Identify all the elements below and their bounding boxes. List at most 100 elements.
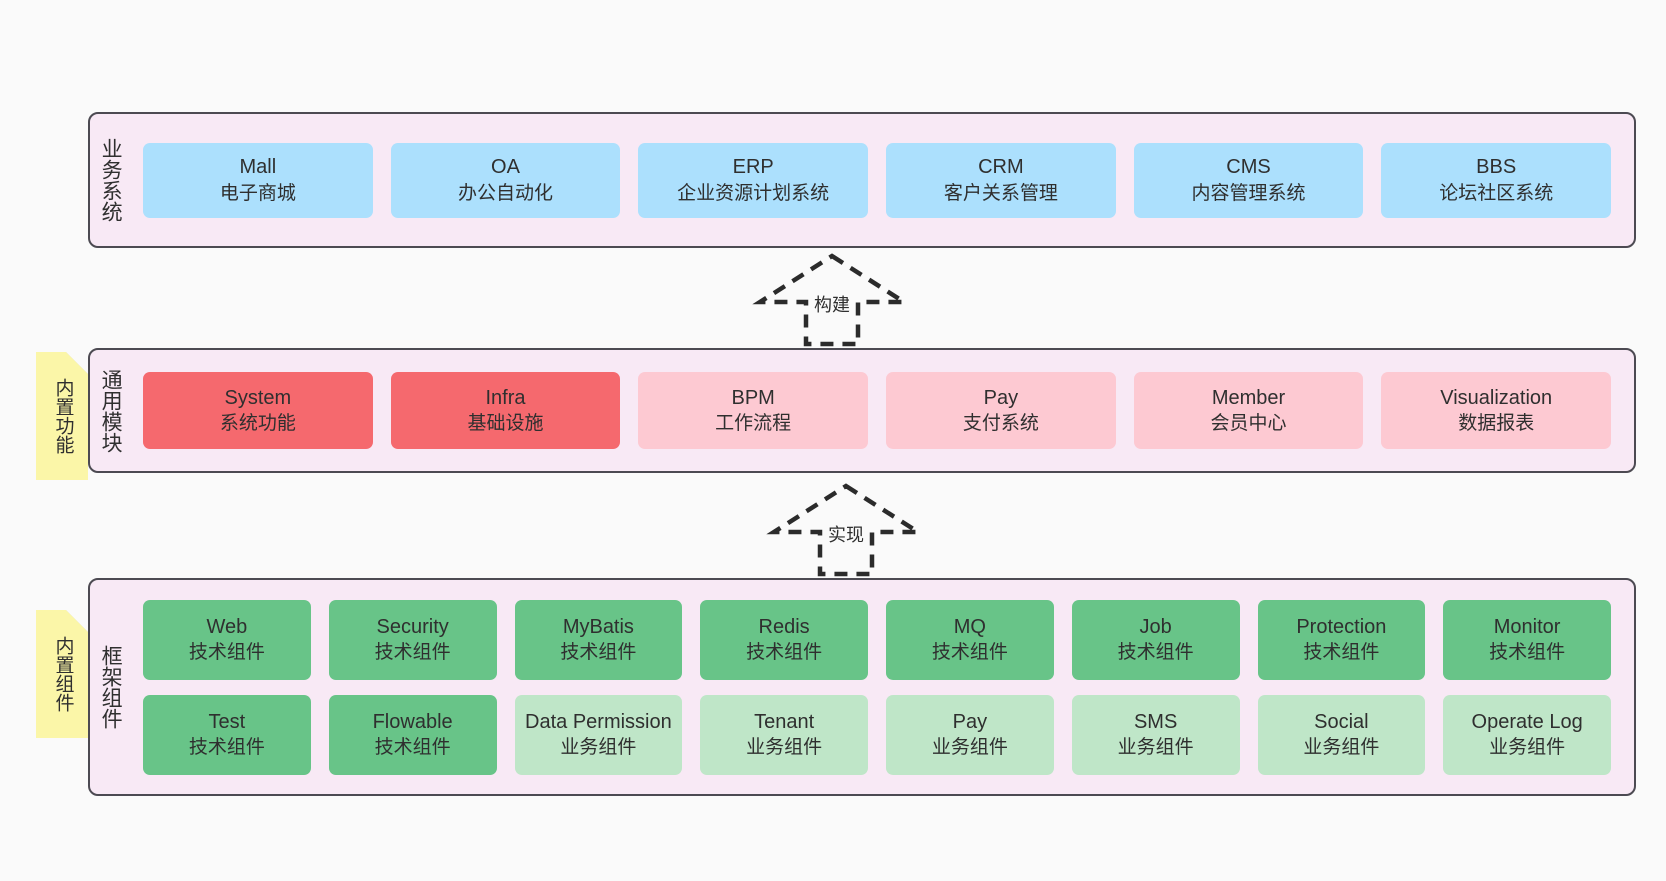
node-social[interactable]: Social 业务组件 [1257, 694, 1426, 775]
node-label-en: Web [206, 615, 248, 638]
node-label-en: Member [1211, 386, 1286, 409]
node-flowable[interactable]: Flowable 技术组件 [328, 694, 497, 775]
node-label-en: Protection [1296, 615, 1387, 638]
node-crm[interactable]: CRM 客户关系管理 [886, 142, 1116, 218]
node-label-en: MyBatis [562, 615, 634, 638]
node-redis[interactable]: Redis 技术组件 [700, 599, 868, 680]
node-label-cn: 电子商城 [219, 182, 296, 204]
node-row: System 系统功能 Infra 基础设施 BPM 工作流程 Pay 支付系统… [134, 372, 1620, 449]
node-pay-business[interactable]: Pay 业务组件 [886, 694, 1054, 775]
node-label-en: Pay [983, 386, 1019, 409]
node-mq[interactable]: MQ 技术组件 [886, 599, 1054, 680]
node-bbs[interactable]: BBS 论坛社区系统 [1381, 142, 1612, 218]
node-label-en: MQ [953, 615, 986, 638]
node-label-cn: 技术组件 [374, 642, 451, 664]
layer-body-common-modules: System 系统功能 Infra 基础设施 BPM 工作流程 Pay 支付系统… [130, 350, 1634, 471]
node-mall[interactable]: Mall 电子商城 [143, 142, 373, 218]
layer-business-systems: 业务系统 Mall 电子商城 OA 办公自动化 ERP 企业资源计划系统 CRM… [88, 112, 1636, 248]
node-label-cn: 技术组件 [1489, 642, 1566, 664]
node-label-en: Data Permission [525, 710, 672, 733]
note-builtin-component: 内置组件 [36, 610, 88, 738]
node-label-en: SMS [1133, 710, 1178, 733]
node-label-en: Security [376, 615, 449, 638]
layer-title-business-systems: 业务系统 [99, 138, 123, 222]
node-data-permission[interactable]: Data Permission 业务组件 [514, 694, 683, 775]
node-operate-log[interactable]: Operate Log 业务组件 [1443, 694, 1611, 775]
connector-build-arrow [752, 253, 912, 347]
node-job[interactable]: Job 技术组件 [1071, 599, 1240, 680]
node-label-en: CRM [978, 156, 1024, 179]
node-infra[interactable]: Infra 基础设施 [390, 372, 621, 449]
node-label-en: ERP [732, 156, 774, 179]
node-cms[interactable]: CMS 内容管理系统 [1133, 142, 1364, 218]
node-visualization[interactable]: Visualization 数据报表 [1381, 372, 1612, 449]
node-row: Test 技术组件 Flowable 技术组件 Data Permission … [134, 694, 1620, 775]
node-pay[interactable]: Pay 支付系统 [886, 372, 1116, 449]
node-label-en: CMS [1226, 156, 1271, 179]
node-label-cn: 数据报表 [1458, 413, 1535, 435]
node-security[interactable]: Security 技术组件 [328, 599, 497, 680]
node-label-cn: 内容管理系统 [1191, 182, 1306, 204]
node-label-en: System [224, 386, 292, 409]
node-label-en: BPM [731, 386, 775, 409]
note-builtin-function: 内置功能 [36, 352, 88, 480]
node-test[interactable]: Test 技术组件 [143, 694, 311, 775]
node-label-en: Visualization [1440, 386, 1553, 409]
node-row: Mall 电子商城 OA 办公自动化 ERP 企业资源计划系统 CRM 客户关系… [134, 142, 1620, 218]
node-label-en: Tenant [754, 710, 815, 733]
node-label-cn: 业务组件 [560, 737, 637, 759]
node-label-en: Monitor [1493, 615, 1561, 638]
node-tenant[interactable]: Tenant 业务组件 [700, 694, 868, 775]
layer-common-modules: 通用模块 System 系统功能 Infra 基础设施 BPM 工作流程 Pay… [88, 348, 1636, 473]
layer-body-business-systems: Mall 电子商城 OA 办公自动化 ERP 企业资源计划系统 CRM 客户关系… [130, 114, 1634, 246]
node-label-cn: 系统功能 [219, 413, 296, 435]
node-label-cn: 业务组件 [1489, 737, 1566, 759]
node-label-cn: 办公自动化 [458, 182, 554, 204]
node-bpm[interactable]: BPM 工作流程 [638, 372, 869, 449]
node-oa[interactable]: OA 办公自动化 [390, 142, 621, 218]
node-row: Web 技术组件 Security 技术组件 MyBatis 技术组件 Redi… [134, 599, 1620, 680]
node-label-cn: 业务组件 [746, 737, 823, 759]
node-label-cn: 工作流程 [715, 413, 792, 435]
node-label-cn: 基础设施 [467, 413, 544, 435]
connector-build-label: 构建 [814, 295, 850, 315]
node-label-cn: 技术组件 [188, 642, 265, 664]
node-erp[interactable]: ERP 企业资源计划系统 [638, 142, 869, 218]
node-label-cn: 技术组件 [374, 737, 451, 759]
node-label-en: Test [208, 710, 246, 733]
connector-implement-label: 实现 [828, 525, 864, 545]
node-label-cn: 业务组件 [931, 737, 1008, 759]
node-label-cn: 论坛社区系统 [1439, 182, 1554, 204]
node-sms[interactable]: SMS 业务组件 [1071, 694, 1240, 775]
node-label-cn: 会员中心 [1210, 413, 1287, 435]
node-label-en: BBS [1476, 156, 1517, 179]
layer-framework-components: 框架组件 Web 技术组件 Security 技术组件 MyBatis 技术组件… [88, 578, 1636, 796]
node-web[interactable]: Web 技术组件 [143, 599, 311, 680]
node-label-en: Flowable [372, 710, 453, 733]
node-label-en: Mall [239, 156, 277, 179]
node-member[interactable]: Member 会员中心 [1133, 372, 1364, 449]
connector-implement-arrow [766, 483, 926, 577]
node-label-en: Operate Log [1471, 710, 1583, 733]
node-label-cn: 企业资源计划系统 [677, 182, 830, 204]
node-label-en: Redis [758, 615, 810, 638]
node-label-en: Job [1139, 615, 1172, 638]
node-label-cn: 业务组件 [1117, 737, 1194, 759]
node-label-cn: 支付系统 [962, 413, 1039, 435]
node-label-cn: 技术组件 [931, 642, 1008, 664]
node-monitor[interactable]: Monitor 技术组件 [1443, 599, 1611, 680]
node-label-cn: 客户关系管理 [943, 182, 1058, 204]
node-label-cn: 技术组件 [560, 642, 637, 664]
node-protection[interactable]: Protection 技术组件 [1257, 599, 1426, 680]
layer-title-common-modules: 通用模块 [99, 368, 123, 453]
layer-title-framework-components: 框架组件 [99, 645, 123, 729]
node-label-cn: 技术组件 [188, 737, 265, 759]
node-label-en: Infra [485, 386, 526, 409]
node-label-cn: 业务组件 [1303, 737, 1380, 759]
node-label-en: OA [491, 156, 520, 179]
node-system[interactable]: System 系统功能 [143, 372, 373, 449]
layer-body-framework-components: Web 技术组件 Security 技术组件 MyBatis 技术组件 Redi… [130, 580, 1634, 794]
node-label-cn: 技术组件 [746, 642, 823, 664]
node-mybatis[interactable]: MyBatis 技术组件 [514, 599, 683, 680]
